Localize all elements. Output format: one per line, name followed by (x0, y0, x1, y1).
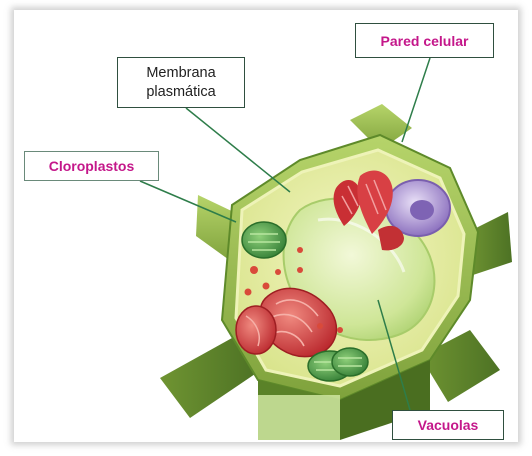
label-membrana-plasmatica: Membrana plasmática (117, 57, 245, 108)
label-pared-text: Pared celular (381, 33, 469, 49)
label-membrana-line2: plasmática (146, 83, 215, 102)
label-pared-celular: Pared celular (355, 23, 494, 58)
label-cloroplastos-text: Cloroplastos (49, 158, 135, 174)
label-cloroplastos: Cloroplastos (24, 151, 159, 181)
label-vacuolas-text: Vacuolas (418, 417, 479, 433)
label-membrana-line1: Membrana (146, 64, 215, 83)
chloroplast-top (242, 222, 286, 258)
mitochondrion-small (236, 306, 276, 354)
chloroplast-right (332, 348, 368, 376)
label-vacuolas: Vacuolas (392, 410, 504, 440)
